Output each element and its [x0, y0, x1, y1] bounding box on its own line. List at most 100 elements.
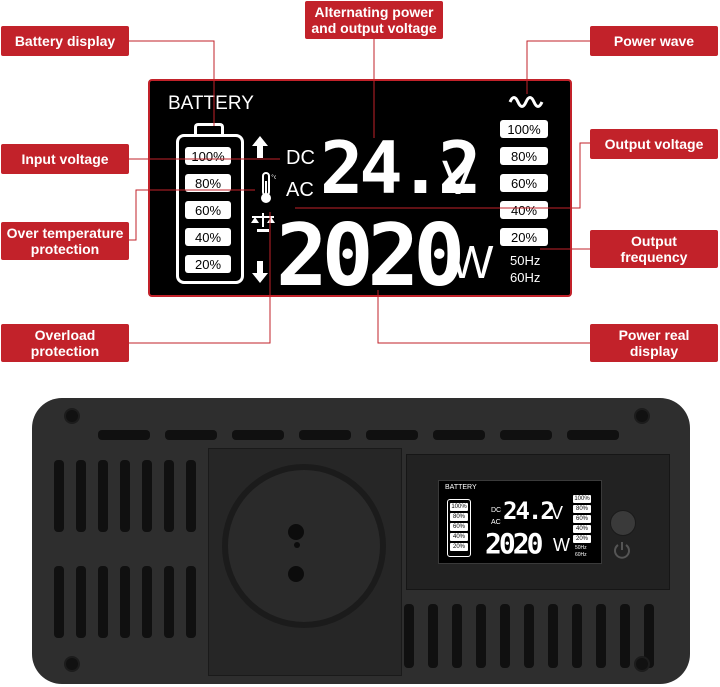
voltage-unit: V — [442, 152, 475, 205]
mini-level-80: 80% — [450, 513, 468, 521]
vent-slot — [142, 460, 152, 532]
screw-icon — [64, 656, 80, 672]
screw-icon — [634, 656, 650, 672]
vent-slot — [500, 430, 552, 440]
vent-slot — [404, 604, 414, 668]
callout-text: Battery display — [14, 33, 116, 49]
vent-slot — [76, 566, 86, 638]
power-value: 2020 — [276, 206, 465, 306]
output-level-40: 40% — [500, 201, 548, 219]
vent-slot — [428, 604, 438, 668]
output-level-20: 20% — [500, 228, 548, 246]
screw-icon — [64, 408, 80, 424]
down-arrow-icon — [252, 261, 268, 283]
vent-slot — [596, 604, 606, 668]
output-level-100: 100% — [500, 120, 548, 138]
freq-50: 50Hz — [510, 253, 541, 268]
vent-slot — [476, 604, 486, 668]
vent-slot — [567, 430, 619, 440]
socket-hole — [288, 524, 304, 540]
vent-slot — [232, 430, 284, 440]
freq-60: 60Hz — [510, 270, 541, 285]
vent-slot — [98, 430, 150, 440]
mini-dc: DC — [491, 507, 502, 514]
callout-text: Power wave — [613, 33, 695, 49]
thermometer-icon: °c — [261, 172, 276, 203]
mini-out-60: 60% — [573, 515, 591, 523]
vent-slot — [186, 566, 196, 638]
socket-hole — [294, 542, 300, 548]
callout-text: Input voltage — [21, 151, 109, 167]
mini-freq-50: 50Hz — [575, 545, 587, 551]
mini-freq-60: 60Hz — [575, 552, 587, 558]
vent-slot — [76, 460, 86, 532]
vent-slot — [548, 604, 558, 668]
battery-level-40: 40% — [185, 228, 231, 246]
vent-slot — [164, 566, 174, 638]
mini-ac: AC — [491, 519, 501, 526]
callout-text: Overload protection — [30, 327, 100, 359]
vent-slot — [120, 460, 130, 532]
power-button[interactable] — [610, 510, 636, 536]
vent-slot — [500, 604, 510, 668]
vent-slot — [142, 566, 152, 638]
power-icon — [614, 542, 630, 559]
output-level-60: 60% — [500, 174, 548, 192]
screw-icon — [634, 408, 650, 424]
vent-slot — [452, 604, 462, 668]
callout-power-wave: Power wave — [590, 26, 718, 56]
lcd-panel: BATTERY 100% 80% 60% 40% 20% °c DC AC 24… — [148, 79, 572, 301]
mini-battery-outline — [447, 499, 471, 557]
battery-label: BATTERY — [168, 93, 254, 114]
vent-slot — [54, 566, 64, 638]
mini-level-20: 20% — [450, 543, 468, 551]
vent-slot — [54, 460, 64, 532]
callout-text: Alternating power and output voltage — [311, 4, 437, 36]
mini-out-20: 20% — [573, 535, 591, 543]
sine-wave-icon — [508, 96, 544, 108]
mini-out-100: 100% — [573, 495, 591, 503]
callout-output-frequency: Output frequency — [590, 230, 718, 268]
vent-slot — [572, 604, 582, 668]
socket-face — [222, 464, 386, 628]
mini-battery-label: BATTERY — [445, 484, 477, 491]
callout-alternating-power: Alternating power and output voltage — [305, 1, 443, 39]
mini-level-100: 100% — [450, 503, 468, 511]
mini-voltage: 24.2 — [503, 497, 555, 525]
vent-slot — [299, 430, 351, 440]
vent-slot — [98, 566, 108, 638]
vent-slot — [98, 460, 108, 532]
battery-level-100: 100% — [185, 147, 231, 165]
callout-power-real: Power real display — [590, 324, 718, 362]
mini-level-40: 40% — [450, 533, 468, 541]
vent-slot — [164, 460, 174, 532]
battery-cap — [194, 123, 224, 135]
callout-text: Over temperature protection — [6, 225, 124, 257]
ac-label: AC — [286, 179, 314, 201]
dc-label: DC — [286, 147, 315, 169]
power-unit: W — [450, 236, 494, 288]
callout-text: Output voltage — [604, 136, 704, 152]
callout-text: Power real display — [618, 327, 690, 359]
vent-slot — [644, 604, 654, 668]
callout-text: Output frequency — [620, 233, 688, 265]
vent-slot — [165, 430, 217, 440]
callout-battery-display: Battery display — [1, 26, 129, 56]
vent-slot — [186, 460, 196, 532]
mini-power-unit: W — [553, 535, 570, 555]
up-arrow-icon — [252, 136, 268, 158]
battery-level-60: 60% — [185, 201, 231, 219]
callout-output-voltage: Output voltage — [590, 129, 718, 159]
callout-input-voltage: Input voltage — [1, 144, 129, 174]
vent-slot — [366, 430, 418, 440]
vent-slot — [120, 566, 130, 638]
callout-over-temperature: Over temperature protection — [1, 222, 129, 260]
scale-icon — [251, 213, 275, 232]
mini-lcd: BATTERY 100% 80% 60% 40% 20% DC AC 24.2 … — [438, 480, 602, 564]
output-level-80: 80% — [500, 147, 548, 165]
vent-slot — [620, 604, 630, 668]
vent-slot — [524, 604, 534, 668]
mini-level-60: 60% — [450, 523, 468, 531]
inverter-device: BATTERY 100% 80% 60% 40% 20% DC AC 24.2 … — [32, 398, 690, 684]
mini-voltage-unit: V — [551, 503, 564, 523]
